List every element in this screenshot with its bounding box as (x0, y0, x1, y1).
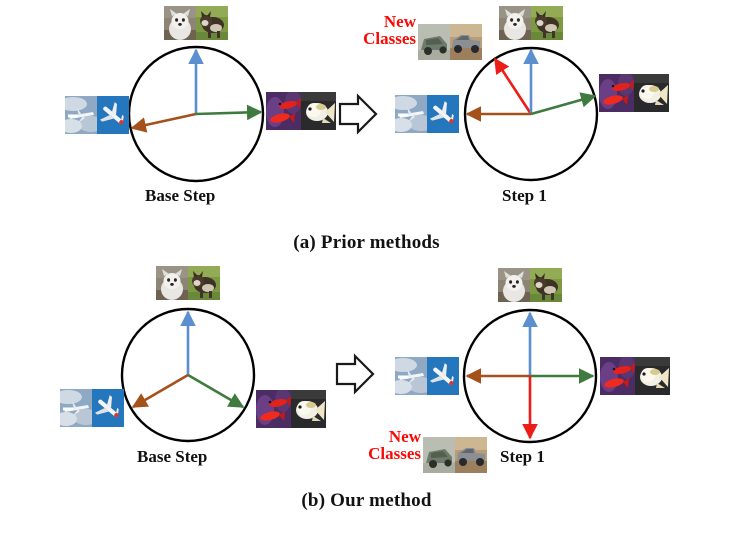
transition-arrow-panel-b (335, 353, 375, 395)
step1-label-panel-a: Step 1 (502, 186, 547, 205)
pomeranian-thumbnail (156, 266, 188, 300)
panel-b-step1-circle-group (462, 308, 598, 444)
airplane-thumbnail-pair (395, 95, 459, 133)
right-block-arrow-icon (338, 93, 378, 135)
vector-fish (195, 104, 263, 121)
red-fish-thumbnail (266, 92, 301, 130)
panel-a-base-step-circle-group (127, 45, 265, 183)
pomeranian-thumbnail (499, 6, 531, 40)
pomeranian-thumbnail (498, 268, 530, 302)
new-classes-line-1: New (383, 12, 416, 31)
vector-fish (187, 373, 245, 409)
red-fish-thumbnail (600, 357, 635, 395)
transition-arrow-panel-a (338, 93, 378, 135)
husky-thumbnail (531, 6, 563, 40)
car-thumbnail-pair (418, 24, 482, 60)
new-classes-line-1: New (388, 427, 421, 446)
goldfish-thumbnail (291, 390, 326, 428)
dog-thumbnail-pair (164, 6, 228, 40)
caption-panel-a: (a) Prior methods (293, 232, 440, 253)
panel-a-step1-circle-group (463, 46, 599, 182)
propeller-plane-thumbnail (395, 357, 427, 395)
pickup-truck-thumbnail (455, 437, 487, 473)
husky-thumbnail (188, 266, 220, 300)
goldfish-thumbnail (634, 74, 669, 112)
airplane-thumbnail-pair (60, 389, 124, 427)
base-step-label-panel-a: Base Step (145, 186, 216, 205)
jet-airliner-thumbnail (427, 357, 459, 395)
green-car-thumbnail (423, 437, 455, 473)
fish-thumbnail-pair (266, 92, 336, 130)
jet-airliner-thumbnail (97, 96, 129, 134)
husky-thumbnail (530, 268, 562, 302)
car-thumbnail-pair (423, 437, 487, 473)
jet-airliner-thumbnail (427, 95, 459, 133)
red-fish-thumbnail (256, 390, 291, 428)
jet-airliner-thumbnail (92, 389, 124, 427)
pomeranian-thumbnail (164, 6, 196, 40)
vector-airplane (131, 373, 189, 409)
base-step-label-panel-b: Base Step (137, 447, 208, 466)
new-classes-label-panel-a: New Classes (348, 13, 416, 47)
panel-b-base-step-circle-group (120, 307, 256, 443)
airplane-thumbnail-pair (395, 357, 459, 395)
dog-thumbnail-pair (499, 6, 563, 40)
new-classes-line-2: Classes (363, 29, 416, 48)
right-block-arrow-icon (335, 353, 375, 395)
dog-thumbnail-pair (498, 268, 562, 302)
propeller-plane-thumbnail (60, 389, 92, 427)
husky-thumbnail (196, 6, 228, 40)
vector-airplane (130, 112, 197, 133)
propeller-plane-thumbnail (65, 96, 97, 134)
new-classes-line-2: Classes (368, 444, 421, 463)
dog-thumbnail-pair (156, 266, 220, 300)
pickup-truck-thumbnail (450, 24, 482, 60)
fish-thumbnail-pair (600, 357, 670, 395)
fish-thumbnail-pair (599, 74, 669, 112)
green-car-thumbnail (418, 24, 450, 60)
goldfish-thumbnail (301, 92, 336, 130)
fish-thumbnail-pair (256, 390, 326, 428)
new-classes-label-panel-b: New Classes (353, 428, 421, 462)
red-fish-thumbnail (599, 74, 634, 112)
propeller-plane-thumbnail (395, 95, 427, 133)
caption-panel-b: (b) Our method (301, 490, 432, 511)
step1-label-panel-b: Step 1 (500, 447, 545, 466)
vector-fish (530, 92, 597, 116)
vector-car-new-class (493, 57, 533, 115)
goldfish-thumbnail (635, 357, 670, 395)
airplane-thumbnail-pair (65, 96, 129, 134)
